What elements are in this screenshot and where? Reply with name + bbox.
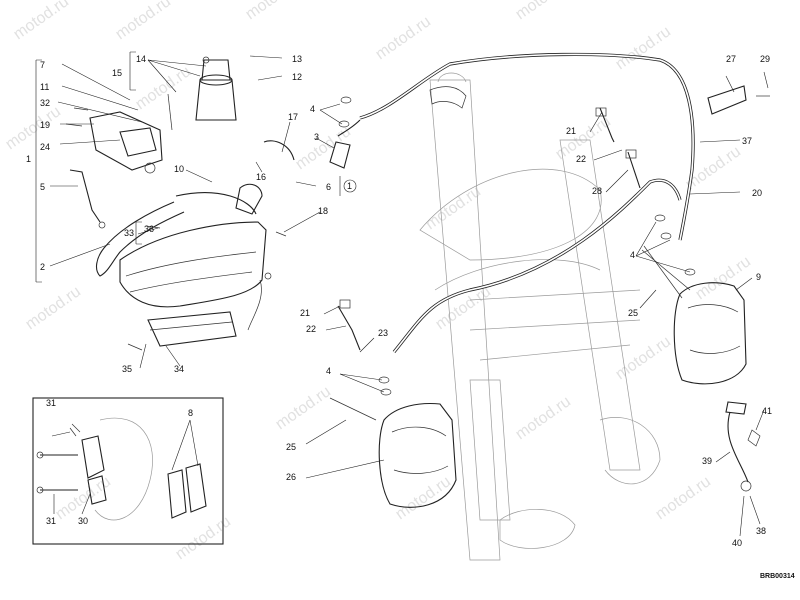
callout-label: 4 — [326, 366, 331, 376]
callout-label: 38 — [756, 526, 766, 536]
callout-label: 40 — [732, 538, 742, 548]
watermark-text: motod.ru — [113, 0, 174, 43]
callout-label: 27 — [726, 54, 736, 64]
callout-label: 7 — [40, 60, 45, 70]
brake-hoses — [337, 52, 695, 354]
callout-label: 21 — [566, 126, 576, 136]
circled-reference-marker — [343, 179, 357, 193]
callout-label: 11 — [40, 82, 49, 92]
callout-label: 24 — [40, 142, 50, 152]
callout-leader-lines — [35, 51, 769, 537]
callout-label: 15 — [112, 68, 122, 78]
hose-guide-bracket — [707, 85, 770, 115]
callout-label: 12 — [292, 72, 302, 82]
callout-label: 4 — [630, 250, 635, 260]
callout-label: 33 — [124, 228, 134, 238]
watermark-text: motod.ru — [513, 393, 574, 443]
circled-reference-label: 1 — [347, 181, 352, 191]
diagram-code: BRB00314 — [760, 573, 795, 580]
wear-sensor — [725, 401, 761, 492]
callout-label: 22 — [306, 324, 316, 334]
callout-label: 3 — [314, 132, 319, 142]
watermark-text: motod.ru — [11, 0, 72, 43]
callout-label: 5 — [40, 182, 45, 192]
callout-label: 2 — [40, 262, 45, 272]
watermark-text: motod.ru — [693, 253, 754, 303]
callout-label: 20 — [752, 188, 762, 198]
watermark-text: motod.ru — [373, 13, 434, 63]
front-brake-caliper-right — [641, 249, 747, 385]
watermark-text: motod.ru — [613, 23, 674, 73]
callout-label: 36 — [144, 224, 154, 234]
brake-lever — [95, 201, 185, 277]
callout-label: 8 — [188, 408, 193, 418]
watermark-text: motod.ru — [3, 103, 64, 153]
watermark-text: motod.ru — [513, 0, 574, 23]
callout-label: 16 — [256, 172, 266, 182]
watermark-text: motod.ru — [613, 333, 674, 383]
master-cylinder-assembly — [65, 56, 351, 229]
callout-label: 35 — [122, 364, 132, 374]
callout-label: 23 — [378, 328, 388, 338]
watermark-text: motod.ru — [133, 63, 194, 113]
callout-label: 21 — [300, 308, 310, 318]
callout-label: 4 — [310, 104, 315, 114]
callout-label: 9 — [756, 272, 761, 282]
front-fork-ghost — [419, 72, 661, 561]
callout-label: 19 — [40, 120, 50, 130]
callout-label: 18 — [318, 206, 328, 216]
watermark-layer: motod.ru motod.ru motod.ru motod.ru motod.ru… — [3, 0, 754, 563]
callout-label: 41 — [762, 406, 772, 416]
watermark-text: motod.ru — [273, 383, 334, 433]
callout-label: 1 — [26, 154, 31, 164]
front-brake-caliper-left — [329, 397, 457, 508]
callout-label: 14 — [136, 54, 146, 64]
watermark-text: motod.ru — [173, 513, 234, 563]
watermark-text: motod.ru — [423, 183, 484, 233]
inset-box — [32, 397, 224, 545]
callout-label: 17 — [288, 112, 298, 122]
callout-label: 31 — [46, 516, 56, 526]
callout-label: 34 — [174, 364, 184, 374]
callout-label: 25 — [286, 442, 296, 452]
watermark-text: motod.ru — [23, 283, 84, 333]
callout-label: 6 — [326, 182, 331, 192]
callout-label: 22 — [576, 154, 586, 164]
watermark-text: motod.ru — [393, 473, 454, 523]
callout-label: 25 — [628, 308, 638, 318]
hardware-fittings — [127, 96, 696, 396]
callout-label: 39 — [702, 456, 712, 466]
callout-label: 10 — [174, 164, 184, 174]
callout-label: 31 — [46, 398, 56, 408]
callout-label: 32 — [40, 98, 50, 108]
watermark-text: motod.ru — [653, 473, 714, 523]
watermark-text: motod.ru — [243, 0, 304, 23]
callout-label: 37 — [742, 136, 752, 146]
callout-label: 28 — [592, 186, 602, 196]
reservoir-bracket-panel — [119, 221, 272, 347]
callout-label: 13 — [292, 54, 302, 64]
callout-label: 29 — [760, 54, 770, 64]
callout-label: 26 — [286, 472, 296, 482]
callout-label: 30 — [78, 516, 88, 526]
